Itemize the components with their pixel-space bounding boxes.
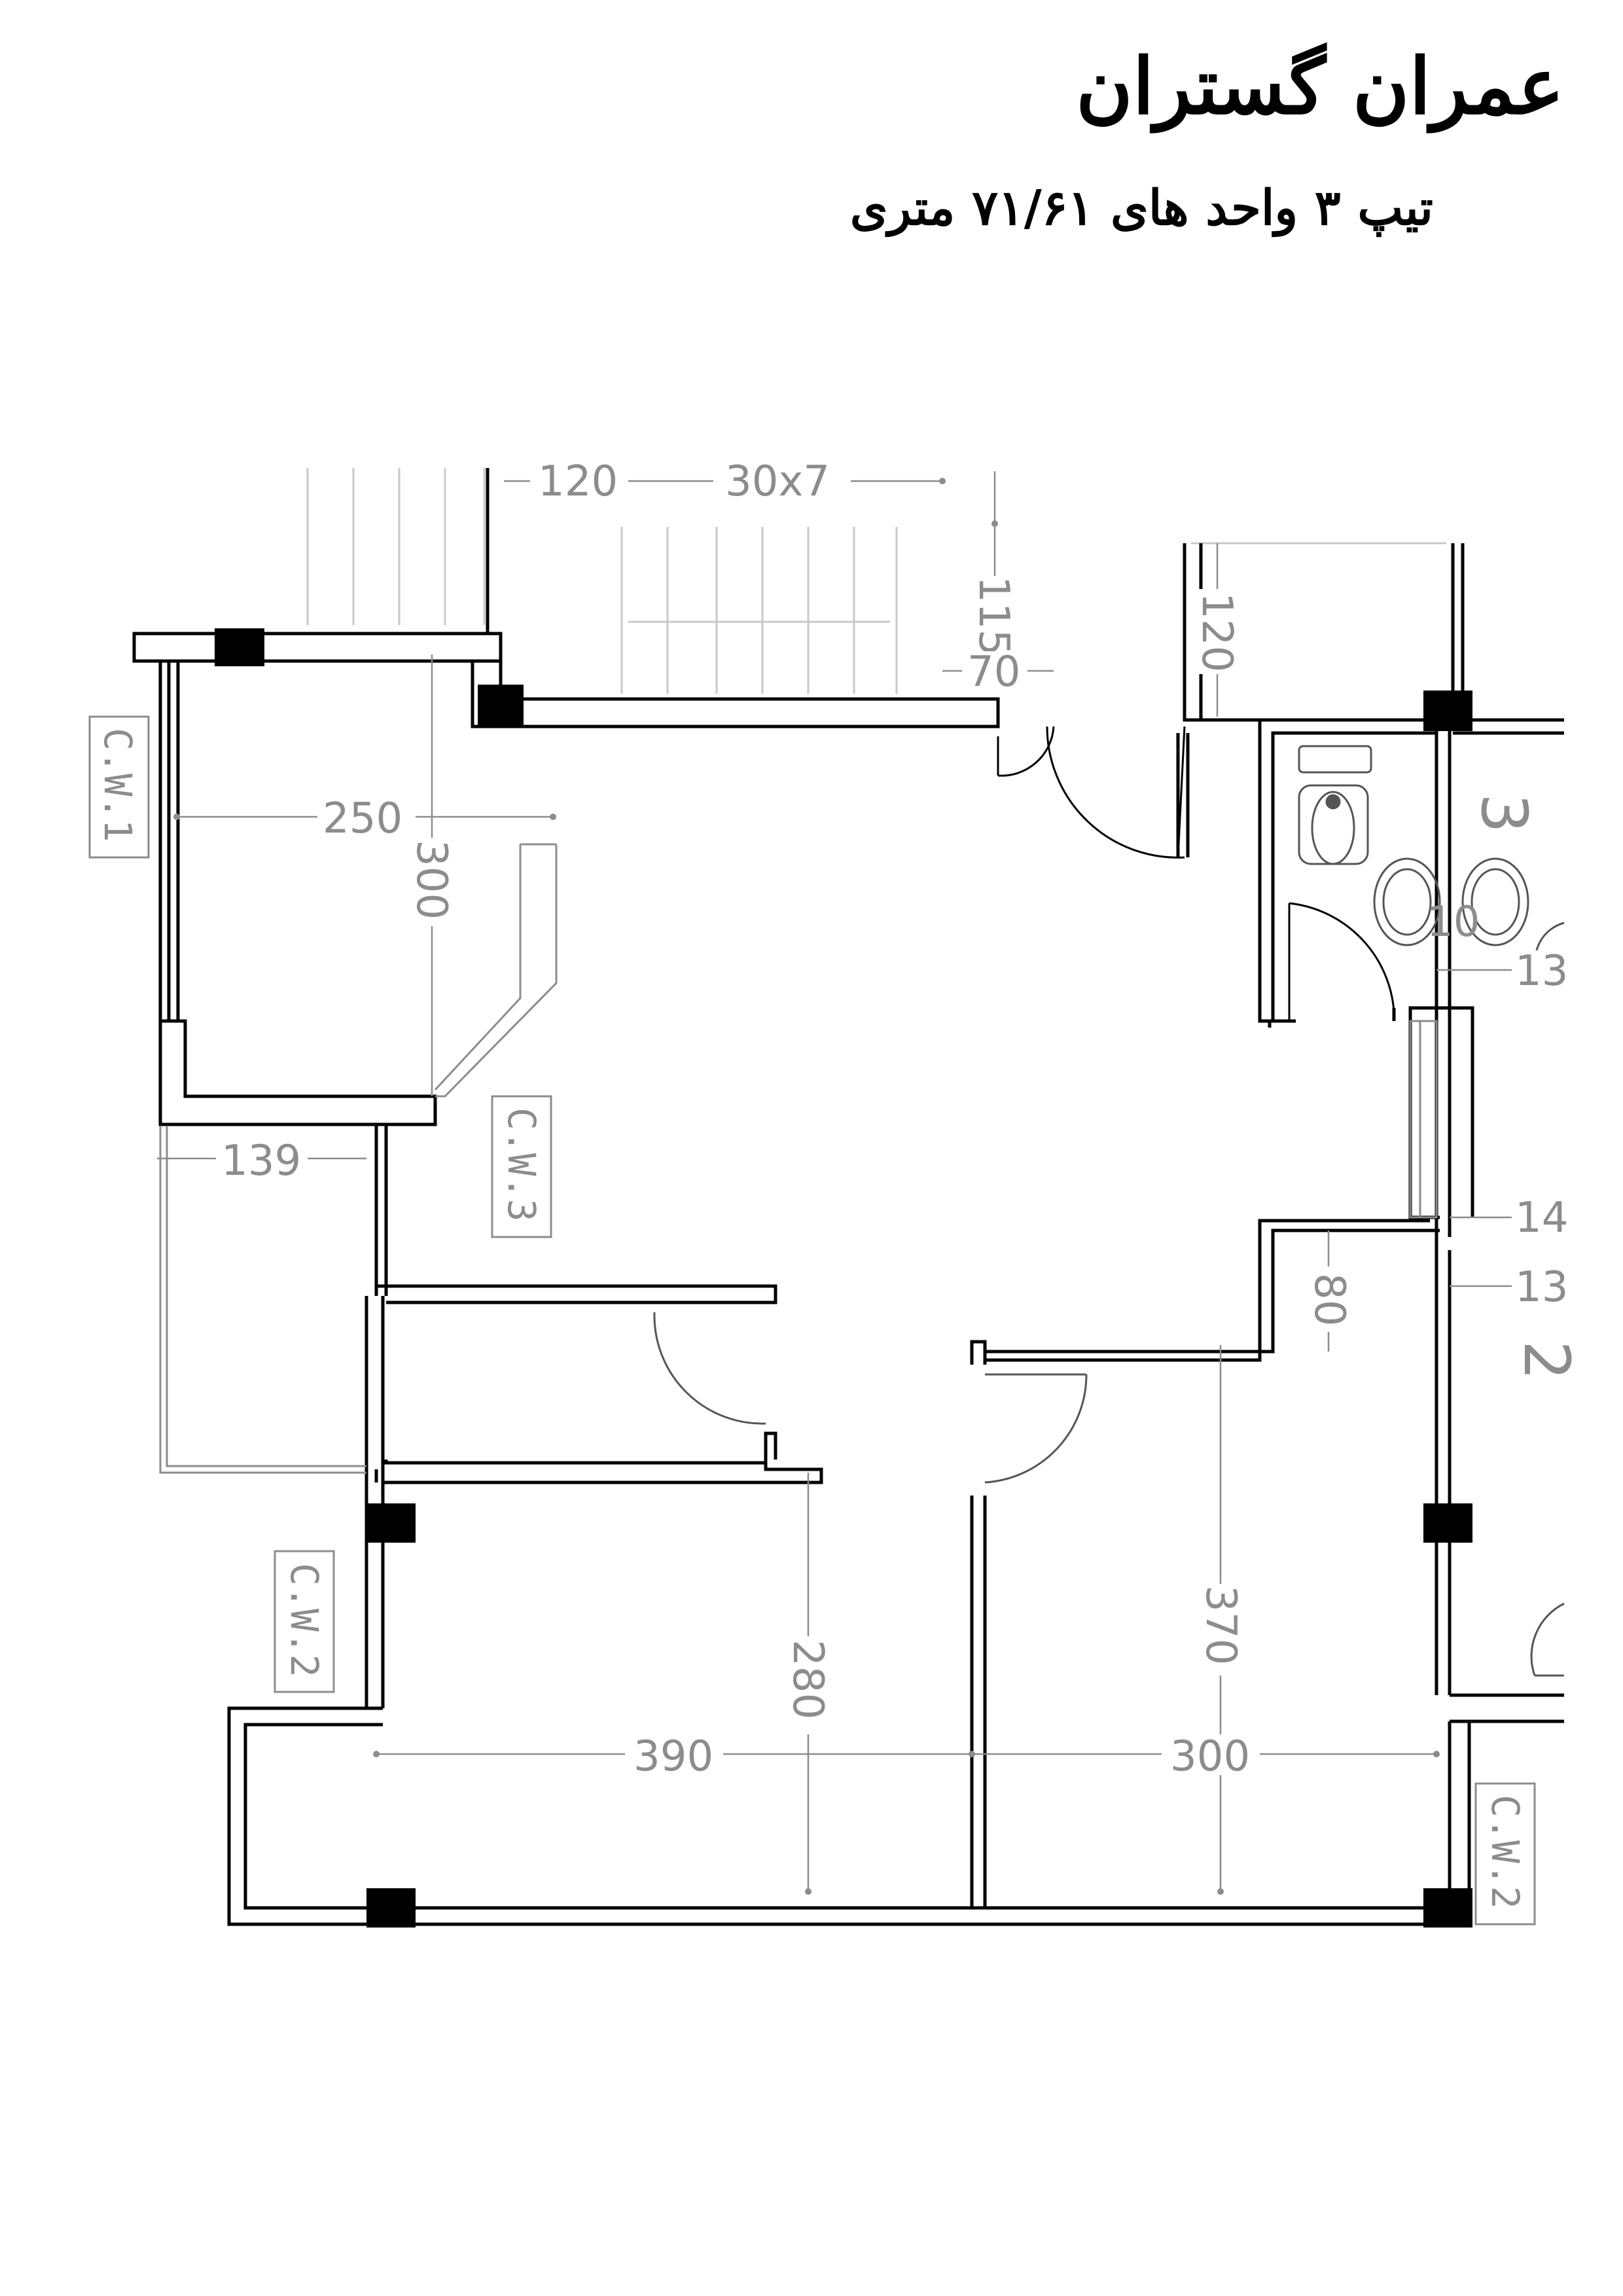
sink-icon [1461, 857, 1529, 946]
stair-hatch [306, 468, 1446, 694]
dim-stair-gap: 70 [967, 648, 1020, 696]
room-numbers: 3 2 [1467, 793, 1583, 1380]
dim-stair-landing: 120 [538, 457, 618, 506]
unit-type-subtitle: تیپ ۳ واحد های ۷۱/۶۱ متری [849, 180, 1433, 236]
window-tag-cw2-right: C.W.2 [1483, 1795, 1527, 1909]
dimension-ticks [173, 478, 1440, 1895]
dimension-labels: 120 30x7 115 70 120 250 300 139 80 280 3… [216, 457, 1568, 1781]
column [478, 685, 524, 725]
dim-basin-gap: 10 [1427, 898, 1480, 946]
column [1423, 691, 1472, 731]
dim-shaft-depth: 120 [1192, 592, 1241, 672]
columns [215, 628, 1472, 1928]
window-tag-cw1: C.W.1 [96, 728, 140, 842]
column [366, 1888, 416, 1928]
dim-bed-right-depth: 370 [1196, 1585, 1245, 1665]
wc-fixtures [1298, 745, 1529, 946]
dim-stair-steps: 30x7 [725, 457, 830, 506]
dim-stair-depth: 115 [969, 576, 1018, 656]
column [366, 1503, 416, 1543]
room-number-3: 3 [1467, 793, 1541, 833]
dim-side-13a: 13 [1515, 947, 1568, 996]
room-number-2: 2 [1510, 1340, 1583, 1380]
dim-bed-right-width: 300 [1170, 1732, 1250, 1781]
column [215, 628, 264, 666]
dim-side-13b: 13 [1515, 1263, 1568, 1312]
dim-bed-left-depth: 280 [783, 1640, 832, 1719]
window-frames [159, 843, 1438, 1474]
dim-wall-80: 80 [1305, 1273, 1353, 1326]
column [1423, 1503, 1472, 1543]
toilet-icon [1298, 745, 1372, 774]
dim-bed-left-width: 390 [633, 1732, 713, 1781]
walls [132, 468, 1564, 1926]
window-tag-cw2-left: C.W.2 [282, 1563, 327, 1677]
sink-icon [1373, 857, 1441, 946]
dim-balcony-depth: 300 [407, 840, 455, 920]
company-title: عمران گستران [1076, 41, 1564, 132]
column [1423, 1888, 1472, 1928]
dim-kitchen-width: 139 [221, 1137, 301, 1185]
window-tag-cw3: C.W.3 [499, 1107, 544, 1222]
dimension-lines [157, 471, 1518, 1892]
dim-balcony-width: 250 [323, 795, 402, 843]
dim-side-14: 14 [1515, 1194, 1568, 1242]
window-tags: C.W.1 C.W.3 C.W.2 C.W.2 [88, 715, 1536, 1926]
